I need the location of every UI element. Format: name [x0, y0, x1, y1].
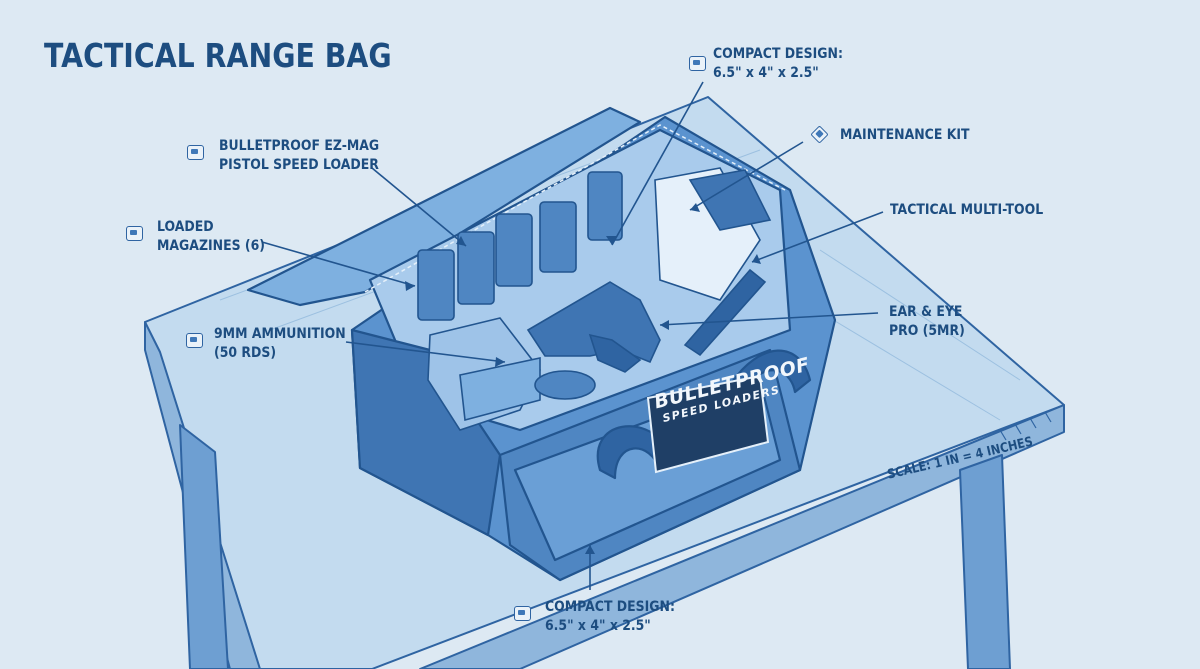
page-title: TACTICAL RANGE BAG — [44, 36, 392, 75]
leader-lines — [261, 81, 884, 590]
callout-ammunition: 9MM AMMUNITION (50 RDS) — [214, 325, 346, 363]
callout-compact-design-bottom: COMPACT DESIGN: 6.5" x 4" x 2.5" — [545, 598, 675, 636]
callout-line: 9MM AMMUNITION — [214, 326, 346, 342]
table-leg-left — [179, 424, 229, 669]
callout-magazines: LOADED MAGAZINES (6) — [157, 218, 265, 256]
brand-patch — [646, 374, 770, 474]
ear-eye-pro — [534, 370, 596, 400]
callout-line: MAINTENANCE KIT — [840, 127, 970, 143]
callout-multi-tool: TACTICAL MULTI-TOOL — [890, 201, 1043, 220]
callout-line: (50 RDS) — [214, 345, 277, 361]
callout-line: PISTOL SPEED LOADER — [219, 157, 379, 173]
ammo-box-icon — [186, 333, 203, 348]
multi-tool — [683, 268, 767, 357]
callout-line: 6.5" x 4" x 2.5" — [545, 618, 651, 634]
ruler-icon — [689, 56, 706, 71]
callout-maintenance-kit: MAINTENANCE KIT — [840, 126, 970, 145]
ammo-box — [427, 317, 541, 431]
callout-line: EAR & EYE — [889, 304, 963, 320]
pistol — [526, 281, 661, 373]
magazine-icon — [126, 226, 143, 241]
bag-side — [350, 328, 502, 537]
callout-line: COMPACT DESIGN: — [545, 599, 675, 615]
callout-line: MAGAZINES (6) — [157, 238, 265, 254]
maintenance-kit — [654, 167, 772, 301]
table-leg-right — [959, 454, 1011, 669]
leader-arrowheads — [405, 203, 761, 554]
callout-line: PRO (5MR) — [889, 323, 965, 339]
callout-line: 6.5" x 4" x 2.5" — [713, 65, 819, 81]
callout-line: COMPACT DESIGN: — [713, 46, 843, 62]
headphones-icon — [514, 606, 531, 621]
callout-line: BULLETPROOF EZ-MAG — [219, 138, 380, 154]
callout-speed-loader: BULLETPROOF EZ-MAG PISTOL SPEED LOADER — [219, 137, 379, 175]
magazines — [417, 171, 623, 321]
callout-compact-design-top: COMPACT DESIGN: 6.5" x 4" x 2.5" — [713, 45, 843, 83]
callout-line: LOADED — [157, 219, 214, 235]
speed-loader-icon — [187, 145, 204, 160]
callout-ear-eye-pro: EAR & EYE PRO (5MR) — [889, 303, 965, 341]
callout-line: TACTICAL MULTI-TOOL — [890, 202, 1044, 218]
bag-lid — [246, 106, 642, 307]
